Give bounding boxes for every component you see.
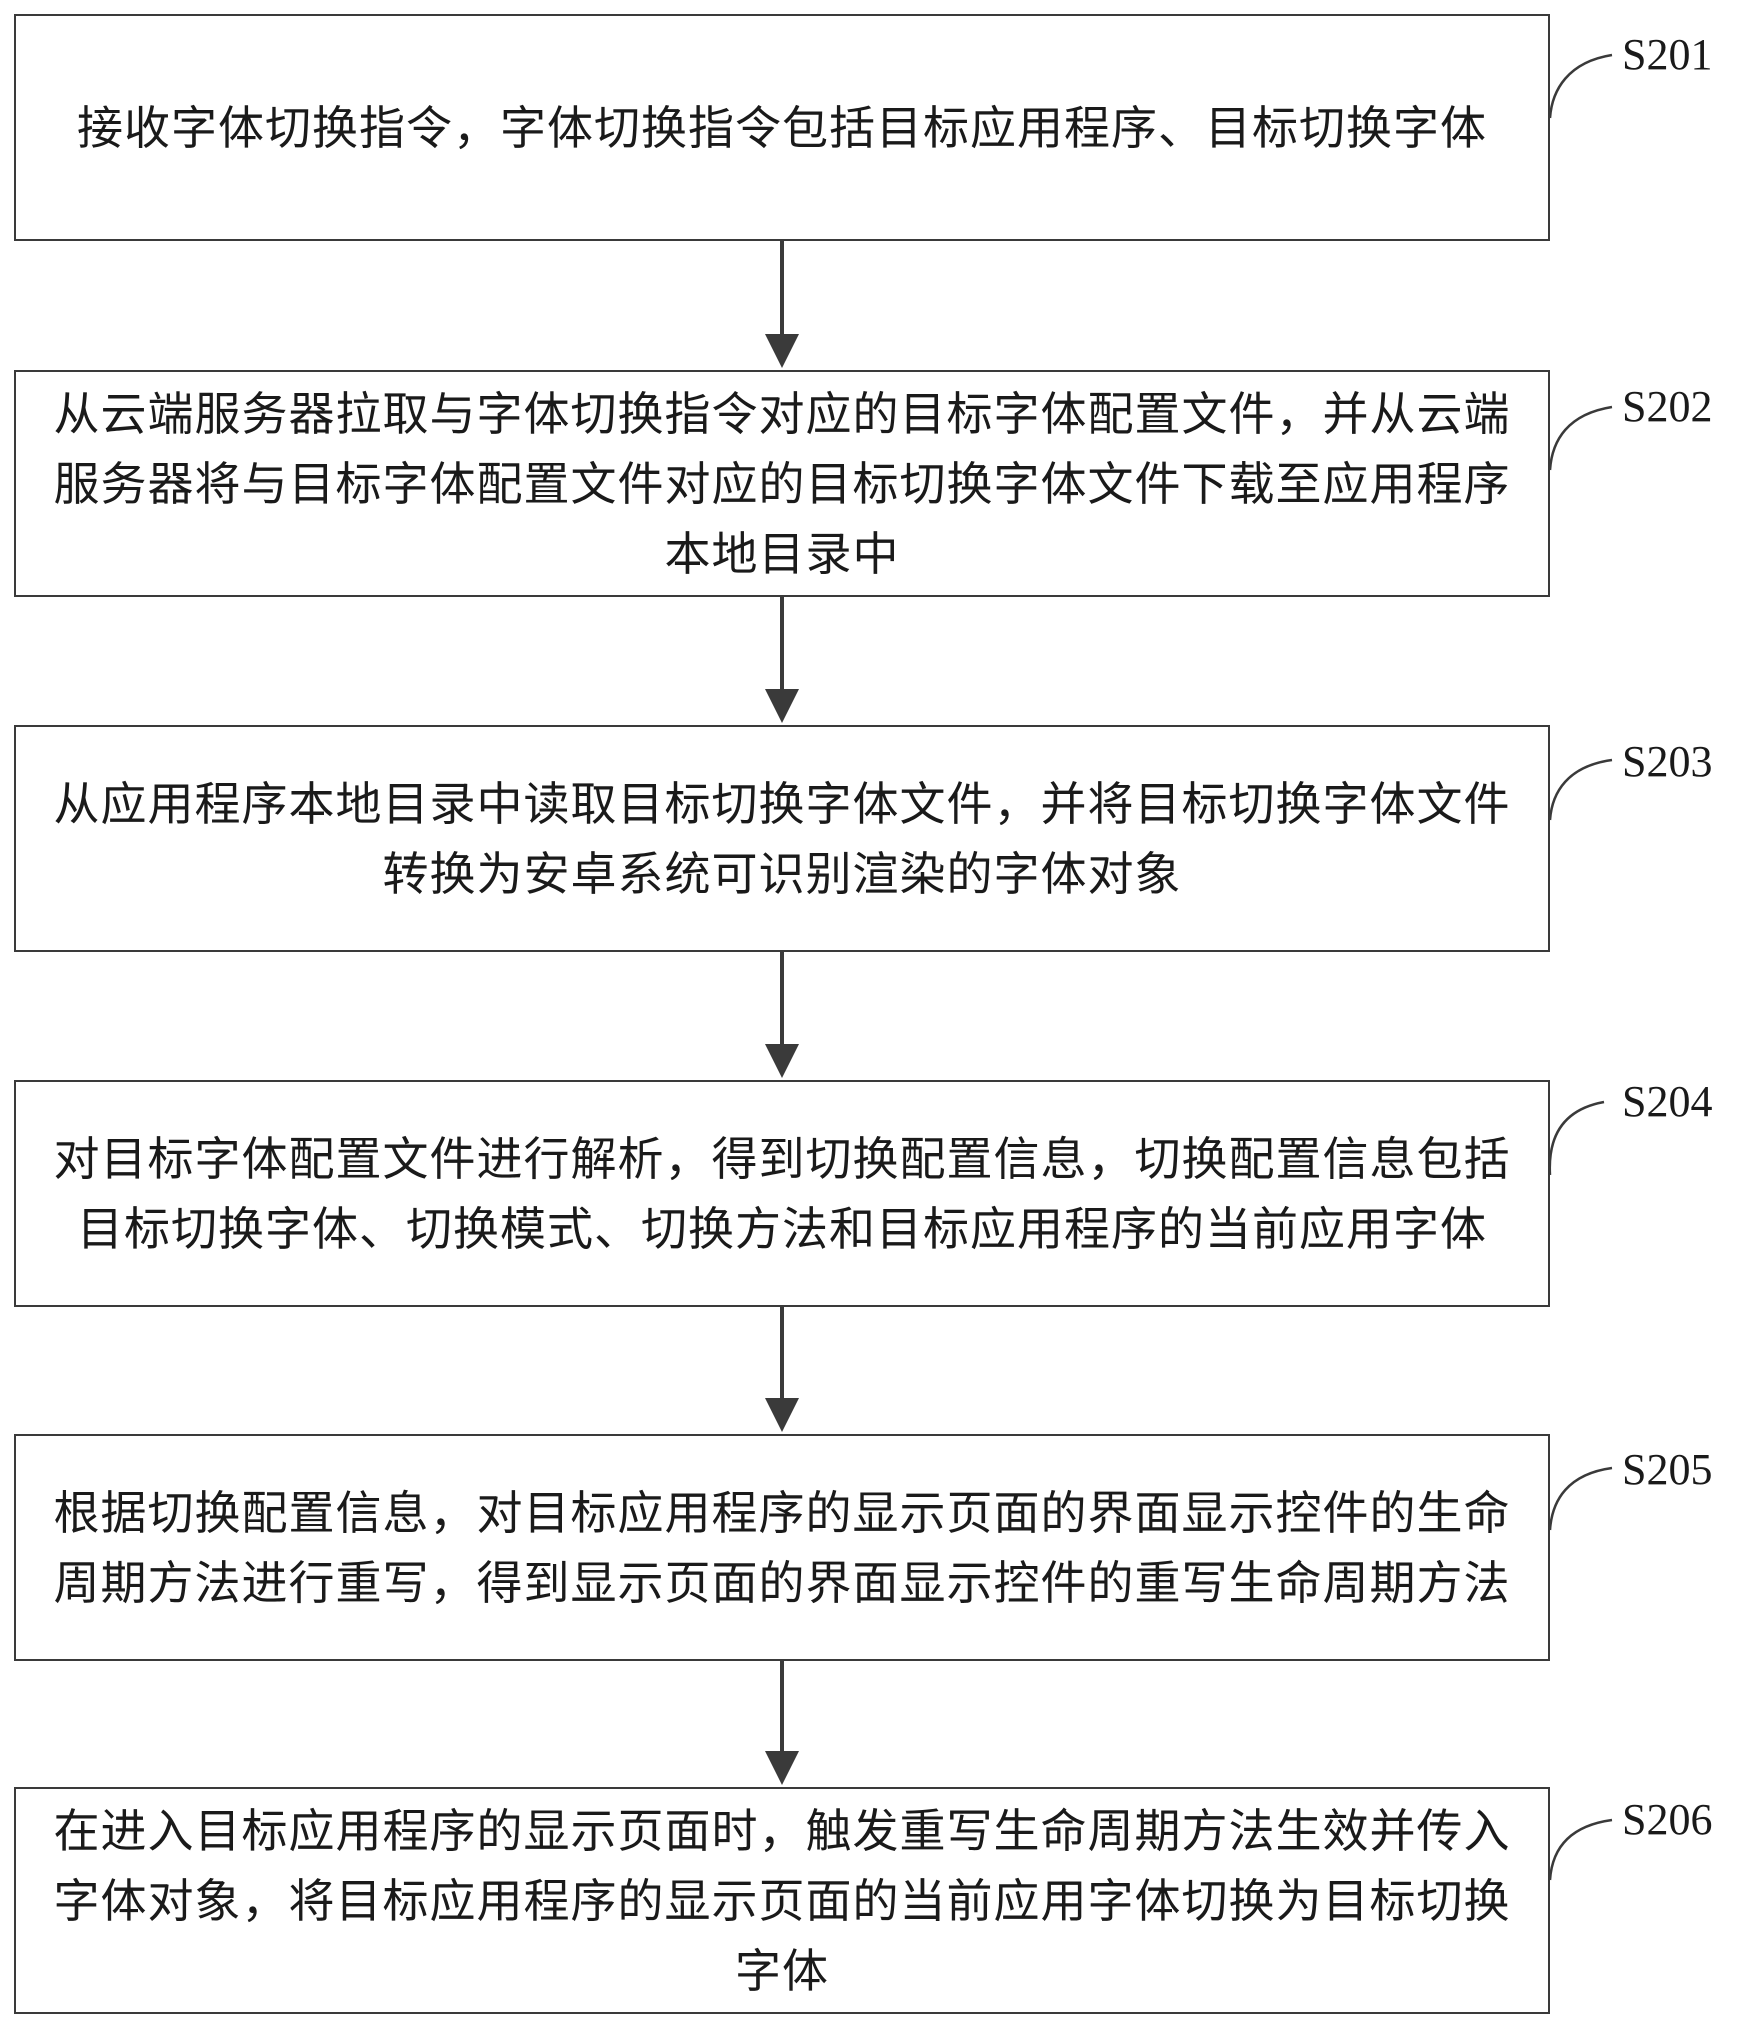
arrow-s203-s204 <box>765 952 799 1078</box>
step-box-s206: 在进入目标应用程序的显示页面时，触发重写生命周期方法生效并传入字体对象，将目标应… <box>14 1787 1550 2014</box>
step-label-s201: S201 <box>1622 30 1713 79</box>
step-label-s206: S206 <box>1622 1795 1713 1844</box>
step-label-s205: S205 <box>1622 1445 1713 1494</box>
step-label-s202: S202 <box>1622 382 1713 431</box>
arrow-s202-s203 <box>765 597 799 723</box>
step-label-s203: S203 <box>1622 737 1713 786</box>
step-text-s205: 根据切换配置信息，对目标应用程序的显示页面的界面显示控件的生命周期方法进行重写，… <box>53 1485 1511 1610</box>
leader-s204 <box>1548 1100 1605 1176</box>
step-text-s206: 在进入目标应用程序的显示页面时，触发重写生命周期方法生效并传入字体对象，将目标应… <box>53 1803 1511 1998</box>
arrow-s201-s202 <box>765 241 799 368</box>
arrow-s205-s206 <box>765 1661 799 1785</box>
step-box-s204: 对目标字体配置文件进行解析，得到切换配置信息，切换配置信息包括目标切换字体、切换… <box>14 1080 1550 1307</box>
step-box-s201: 接收字体切换指令，字体切换指令包括目标应用程序、目标切换字体 <box>14 14 1550 241</box>
step-box-s203: 从应用程序本地目录中读取目标切换字体文件，并将目标切换字体文件转换为安卓系统可识… <box>14 725 1550 952</box>
leader-s206 <box>1548 1818 1613 1881</box>
step-label-s204: S204 <box>1622 1077 1713 1126</box>
step-box-s205: 根据切换配置信息，对目标应用程序的显示页面的界面显示控件的生命周期方法进行重写，… <box>14 1434 1550 1661</box>
leader-s201 <box>1548 53 1613 119</box>
step-text-s204: 对目标字体配置文件进行解析，得到切换配置信息，切换配置信息包括目标切换字体、切换… <box>53 1131 1511 1256</box>
step-text-s202: 从云端服务器拉取与字体切换指令对应的目标字体配置文件，并从云端服务器将与目标字体… <box>53 386 1511 581</box>
leader-s202 <box>1548 405 1613 471</box>
arrow-s204-s205 <box>765 1307 799 1432</box>
leader-s205 <box>1548 1466 1613 1531</box>
step-text-s201: 接收字体切换指令，字体切换指令包括目标应用程序、目标切换字体 <box>77 100 1487 155</box>
step-box-s202: 从云端服务器拉取与字体切换指令对应的目标字体配置文件，并从云端服务器将与目标字体… <box>14 370 1550 597</box>
leader-s203 <box>1548 758 1613 821</box>
step-text-s203: 从应用程序本地目录中读取目标切换字体文件，并将目标切换字体文件转换为安卓系统可识… <box>53 776 1511 901</box>
